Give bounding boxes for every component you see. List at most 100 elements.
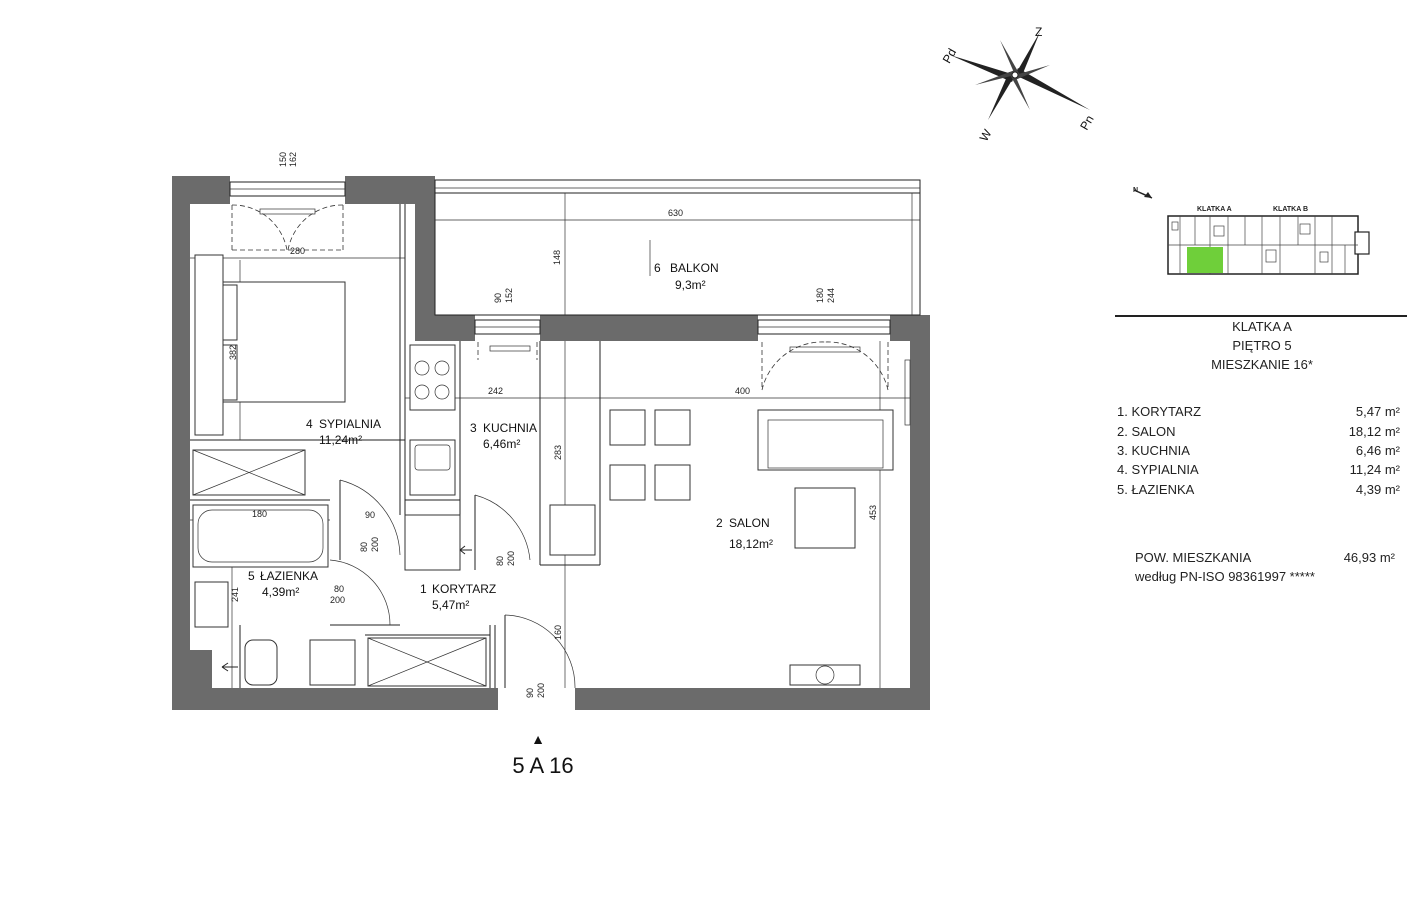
legend-stair: KLATKA A xyxy=(1232,319,1292,334)
legend-room-area: 18,12 m² xyxy=(1349,424,1401,439)
dim-door-200: 200 xyxy=(506,551,516,566)
dim-door-90: 90 xyxy=(365,510,375,520)
legend-room-label: 3. KUCHNIA xyxy=(1117,443,1190,458)
key-plan: N KLATKA A KLATKA B xyxy=(1133,187,1370,275)
dim-door-90: 90 xyxy=(525,688,535,698)
furniture xyxy=(192,254,894,687)
dim-balcony-length: 630 xyxy=(668,208,683,218)
room-area: 18,12m² xyxy=(729,537,773,551)
dim-door-80: 80 xyxy=(359,542,369,552)
vent-arrows xyxy=(221,545,472,672)
room-area: 6,46m² xyxy=(483,437,520,451)
legend-room-area: 5,47 m² xyxy=(1356,404,1401,419)
room-number: 5 xyxy=(248,569,255,583)
dim-door-80: 80 xyxy=(334,584,344,594)
dim-window-2a: 90 xyxy=(493,293,503,303)
dim-window-3a: 180 xyxy=(815,288,825,303)
room-number: 4 xyxy=(306,417,313,431)
sofa xyxy=(757,409,894,471)
dim-window-3b: 244 xyxy=(826,288,836,303)
compass-label-w: W xyxy=(977,126,995,143)
compass-label-z: Z xyxy=(1035,25,1042,39)
dim-bedroom-width: 280 xyxy=(290,246,305,256)
chair xyxy=(654,409,691,446)
dimension-labels: 630 148 280 382 242 283 400 453 180 241 … xyxy=(228,152,878,698)
room-number: 1 xyxy=(420,582,427,596)
tv-cabinet xyxy=(789,664,861,686)
legend-room-label: 4. SYPIALNIA xyxy=(1117,462,1199,477)
dim-window-1b: 162 xyxy=(288,152,298,167)
windows xyxy=(229,181,891,391)
legend-apartment: MIESZKANIE 16* xyxy=(1211,357,1313,372)
room-name: ŁAZIENKA xyxy=(260,569,318,583)
dim-door-200: 200 xyxy=(536,683,546,698)
room-area: 11,24m² xyxy=(319,433,362,447)
fridge xyxy=(404,514,461,571)
entrance-marker: ▲ 5 A 16 xyxy=(512,731,573,778)
legend-total-label: POW. MIESZKANIA xyxy=(1135,550,1252,565)
sink xyxy=(194,581,229,628)
key-plan-apartment-highlight xyxy=(1187,247,1223,273)
cabinet xyxy=(549,504,596,556)
dim-door-80: 80 xyxy=(495,556,505,566)
dim-bath-depth: 241 xyxy=(230,587,240,602)
washing-machine xyxy=(309,639,356,686)
legend-room-label: 2. SALON xyxy=(1117,424,1176,439)
coffee-table xyxy=(794,487,856,549)
dim-bath-width: 180 xyxy=(252,509,267,519)
dim-corridor-depth: 160 xyxy=(553,625,563,640)
room-area: 5,47m² xyxy=(432,598,469,612)
room-labels: 4 SYPIALNIA 11,24m² 3 KUCHNIA 6,46m² 2 S… xyxy=(248,240,773,612)
legend-room-area: 6,46 m² xyxy=(1356,443,1401,458)
key-plan-north: N xyxy=(1133,187,1138,194)
key-plan-stair-b: KLATKA B xyxy=(1273,206,1308,213)
room-name: SYPIALNIA xyxy=(319,417,381,431)
legend-room-label: 5. ŁAZIENKA xyxy=(1117,482,1195,497)
dim-door-200: 200 xyxy=(370,537,380,552)
key-plan-stair-a: KLATKA A xyxy=(1197,206,1232,213)
bathtub xyxy=(192,504,329,568)
dim-bedroom-depth: 382 xyxy=(228,345,238,360)
dim-window-2b: 152 xyxy=(504,288,514,303)
room-number: 3 xyxy=(470,421,477,435)
balcony xyxy=(434,179,921,316)
apartment-code: 5 A 16 xyxy=(512,753,573,778)
legend-room-area: 4,39 m² xyxy=(1356,482,1401,497)
room-area: 9,3m² xyxy=(675,278,706,292)
room-number: 6 xyxy=(654,261,661,275)
room-name: SALON xyxy=(729,516,770,530)
cooktop xyxy=(409,344,456,411)
apartment-plan: 4 SYPIALNIA 11,24m² 3 KUCHNIA 6,46m² 2 S… xyxy=(172,152,930,778)
legend-room-label: 1. KORYTARZ xyxy=(1117,404,1201,419)
dim-salon-depth: 453 xyxy=(868,505,878,520)
dim-balcony-depth: 148 xyxy=(552,250,562,265)
dim-salon-width: 400 xyxy=(735,386,750,396)
room-number: 2 xyxy=(716,516,723,530)
compass-label-pn: Pn xyxy=(1077,113,1096,133)
kitchen-sink xyxy=(409,439,456,496)
dim-kitchen-depth: 283 xyxy=(553,445,563,460)
chair xyxy=(654,464,691,501)
chair xyxy=(609,409,646,446)
dim-kitchen-width: 242 xyxy=(488,386,503,396)
compass-rose: Z Pn W Pd xyxy=(940,25,1097,144)
chair xyxy=(609,464,646,501)
dim-window-1a: 150 xyxy=(278,152,288,167)
partitions xyxy=(190,204,601,688)
legend-room-area: 11,24 m² xyxy=(1350,462,1401,477)
dim-door-200: 200 xyxy=(330,595,345,605)
toilet xyxy=(244,639,278,686)
walls xyxy=(172,176,930,710)
legend-floor: PIĘTRO 5 xyxy=(1232,338,1291,353)
room-area: 4,39m² xyxy=(262,585,299,599)
room-name: KUCHNIA xyxy=(483,421,537,435)
room-name: BALKON xyxy=(670,261,719,275)
doors xyxy=(329,359,911,689)
legend-total-value: 46,93 m² xyxy=(1344,550,1396,565)
compass-label-pd: Pd xyxy=(940,46,959,66)
entrance-arrow-icon: ▲ xyxy=(531,731,545,747)
legend: KLATKA A PIĘTRO 5 MIESZKANIE 16* 1. KORY… xyxy=(1115,315,1407,584)
legend-norm: według PN-ISO 98361997 ***** xyxy=(1134,569,1315,584)
